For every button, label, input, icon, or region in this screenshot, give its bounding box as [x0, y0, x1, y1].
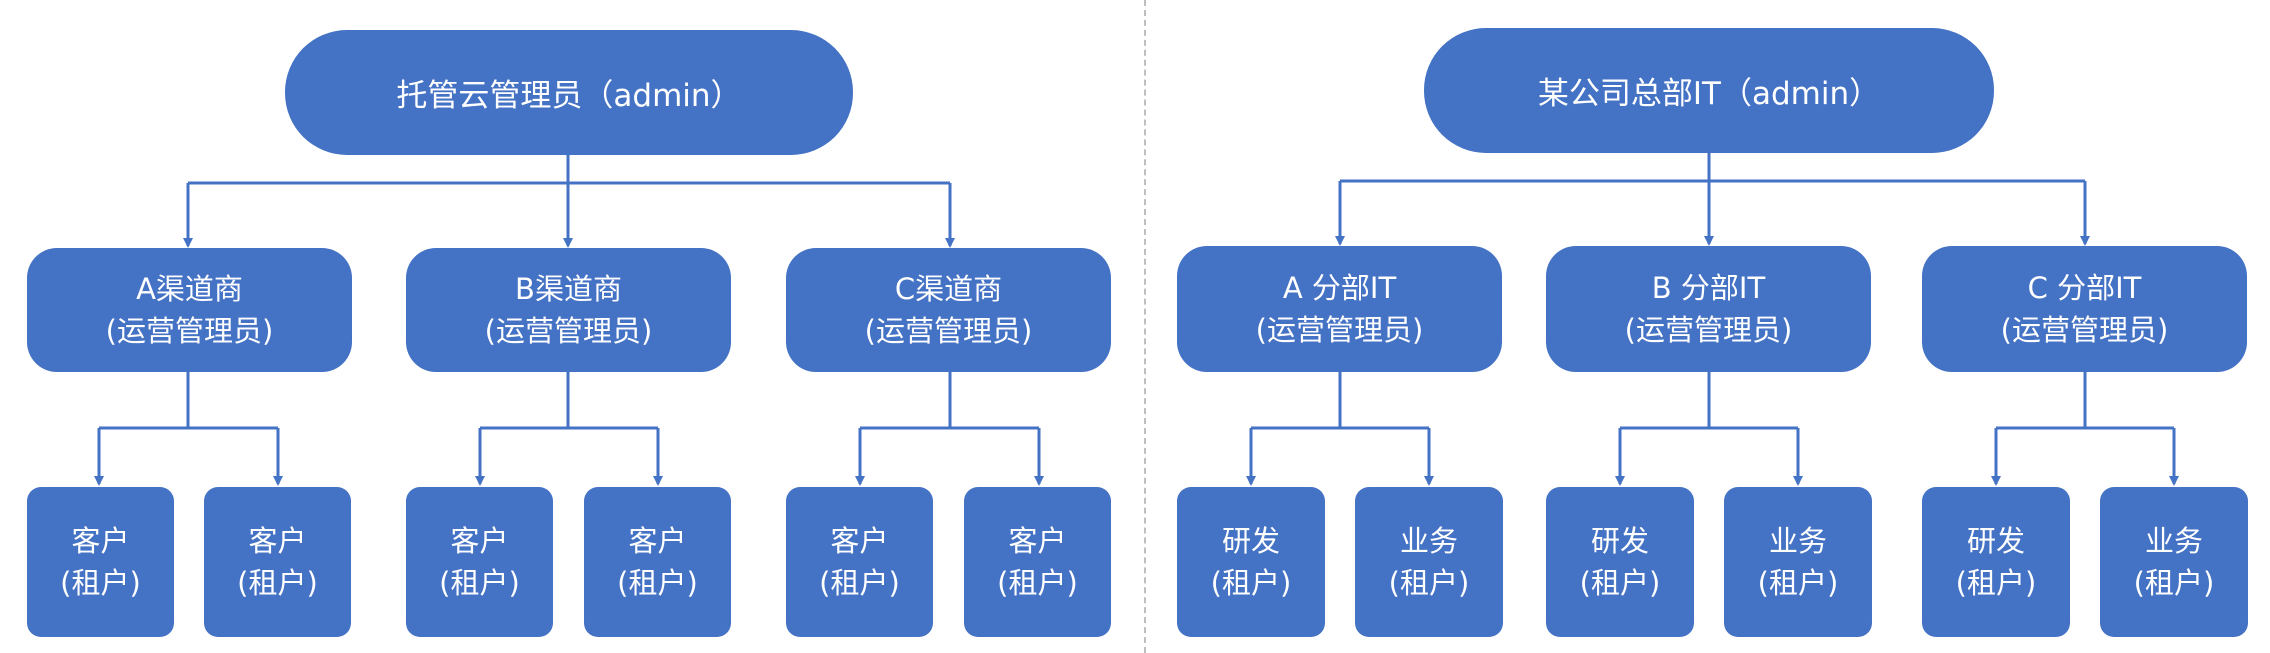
leaf-title: 客户 [248, 523, 307, 558]
connector-mid-bar [1251, 372, 1429, 430]
leaf-subtitle: (租户) [1955, 566, 2037, 600]
mid-node-right-c: C 分部IT (运营管理员) [1922, 246, 2247, 372]
leaf-subtitle: (租户) [997, 566, 1078, 600]
mid-node-right-a: A 分部IT (运营管理员) [1177, 246, 1502, 372]
leaf-node: 业务 (租户) [2100, 487, 2248, 637]
root-label: 某公司总部IT（admin） [1537, 76, 1881, 112]
leaf-title: 研发 [1590, 523, 1649, 558]
leaf-title: 研发 [1966, 523, 2025, 558]
connector-mid-bar [480, 372, 658, 430]
mid-node-left-b: B渠道商 (运营管理员) [406, 248, 731, 372]
mid-role: (运营管理员) [1255, 313, 1424, 347]
leaf-node: 客户 (租户) [786, 487, 933, 637]
leaf-subtitle: (租户) [617, 566, 698, 600]
mid-title: A 分部IT [1282, 270, 1397, 305]
leaf-title: 业务 [1768, 523, 1827, 558]
leaf-title: 客户 [450, 523, 509, 558]
leaf-node: 客户 (租户) [204, 487, 351, 637]
leaf-node: 研发 (租户) [1922, 487, 2070, 637]
connector-mid-bar [1620, 372, 1798, 430]
leaf-subtitle: (租户) [2133, 566, 2215, 600]
leaf-subtitle: (租户) [439, 566, 520, 600]
leaf-title: 研发 [1221, 523, 1280, 558]
root-node-right: 某公司总部IT（admin） [1424, 28, 1994, 153]
root-label: 托管云管理员（admin） [396, 78, 742, 114]
mid-role: (运营管理员) [105, 314, 274, 348]
connector-mid-bar [1996, 372, 2174, 430]
mid-role: (运营管理员) [864, 314, 1033, 348]
mid-role: (运营管理员) [1624, 313, 1793, 347]
leaf-subtitle: (租户) [1388, 566, 1470, 600]
leaf-subtitle: (租户) [1210, 566, 1292, 600]
connector-mid-bar [99, 372, 278, 430]
leaf-node: 客户 (租户) [27, 487, 174, 637]
mid-title: A渠道商 [136, 271, 243, 306]
leaf-node: 研发 (租户) [1177, 487, 1325, 637]
mid-role: (运营管理员) [484, 314, 653, 348]
leaf-node: 客户 (租户) [406, 487, 553, 637]
leaf-title: 客户 [830, 523, 889, 558]
mid-title: C 分部IT [2027, 270, 2142, 305]
leaf-title: 客户 [628, 523, 687, 558]
leaf-subtitle: (租户) [819, 566, 900, 600]
mid-title: B 分部IT [1651, 270, 1766, 305]
leaf-subtitle: (租户) [237, 566, 318, 600]
leaf-title: 业务 [1399, 523, 1458, 558]
mid-node-left-a: A渠道商 (运营管理员) [27, 248, 352, 372]
mid-role: (运营管理员) [2000, 313, 2169, 347]
mid-node-left-c: C渠道商 (运营管理员) [786, 248, 1111, 372]
leaf-subtitle: (租户) [1757, 566, 1839, 600]
leaf-node: 业务 (租户) [1724, 487, 1872, 637]
connector-mid-bar [860, 372, 1039, 430]
leaf-node: 客户 (租户) [964, 487, 1111, 637]
leaf-title: 客户 [1008, 523, 1067, 558]
root-node-left: 托管云管理员（admin） [285, 30, 853, 155]
leaf-node: 业务 (租户) [1355, 487, 1503, 637]
leaf-title: 客户 [71, 523, 130, 558]
section-divider [1144, 0, 1146, 653]
leaf-title: 业务 [2144, 523, 2203, 558]
leaf-node: 客户 (租户) [584, 487, 731, 637]
leaf-subtitle: (租户) [1579, 566, 1661, 600]
leaf-subtitle: (租户) [60, 566, 141, 600]
mid-node-right-b: B 分部IT (运营管理员) [1546, 246, 1871, 372]
leaf-node: 研发 (租户) [1546, 487, 1694, 637]
mid-title: C渠道商 [894, 271, 1003, 306]
mid-title: B渠道商 [515, 271, 622, 306]
